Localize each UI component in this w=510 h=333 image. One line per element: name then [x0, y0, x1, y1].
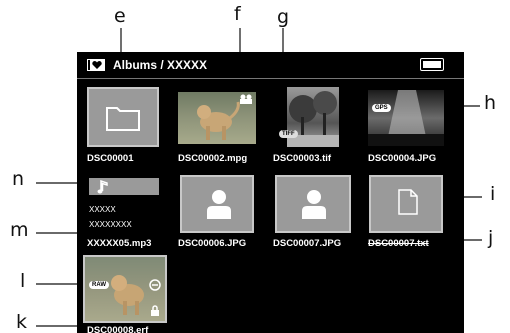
callout-f: f	[234, 3, 241, 25]
movie-icon	[240, 94, 252, 104]
audio-bar[interactable]	[89, 178, 159, 195]
trees-photo	[287, 91, 339, 147]
audio-line-1: XXXXX	[89, 205, 116, 214]
thumb-raw[interactable]: RAW	[83, 255, 167, 323]
thumb-document[interactable]	[369, 175, 443, 233]
caption-6: DSC00006.JPG	[178, 238, 247, 249]
dog-photo	[197, 101, 240, 140]
battery-icon	[420, 58, 444, 71]
callout-j: j	[488, 227, 494, 249]
callout-e: e	[114, 5, 126, 27]
gps-badge: GPS	[372, 104, 391, 112]
caption-1: DSC00001	[87, 153, 134, 164]
caption-4: DSC00004.JPG	[368, 153, 437, 164]
title-bar: Albums / XXXXX	[77, 52, 464, 79]
device-screen: Albums / XXXXX DSC00001 DSC00002.mpg	[77, 52, 464, 333]
audio-line-2: XXXXXXXX	[89, 220, 132, 229]
thumb-tif[interactable]: TIFF	[279, 87, 339, 147]
thumb-person-2[interactable]	[275, 175, 351, 233]
raw-badge: RAW	[89, 281, 109, 289]
caption-5: XXXXX05.mp3	[87, 238, 152, 249]
folder-icon	[106, 107, 140, 131]
thumb-movie[interactable]	[178, 92, 256, 144]
callout-g: g	[277, 6, 290, 28]
callout-n: n	[12, 168, 25, 190]
callout-l: l	[20, 270, 26, 292]
callout-m: m	[10, 219, 29, 241]
callout-i: i	[490, 183, 496, 205]
tiff-badge: TIFF	[279, 130, 298, 138]
caption-8: DSC00007.txt	[368, 238, 429, 249]
caption-9: DSC00008.erf	[87, 325, 149, 333]
caption-2: DSC00002.mpg	[178, 153, 248, 164]
thumb-folder[interactable]	[87, 87, 159, 147]
callout-h: h	[484, 92, 497, 114]
person-icon	[207, 190, 231, 219]
sky-photo	[368, 90, 444, 146]
thumb-person-1[interactable]	[180, 175, 254, 233]
caption-7: DSC00007.JPG	[273, 238, 342, 249]
album-heart-icon	[87, 59, 105, 71]
link-icon	[149, 279, 161, 291]
breadcrumb-title: Albums / XXXXX	[113, 58, 208, 72]
raw-dog-photo	[111, 275, 144, 315]
thumb-jpg-sky[interactable]: GPS	[368, 90, 444, 146]
lock-icon	[151, 305, 159, 316]
person-icon	[302, 190, 326, 219]
callout-k: k	[16, 311, 28, 333]
caption-3: DSC00003.tif	[273, 153, 332, 164]
music-note-icon	[97, 180, 108, 194]
document-icon	[398, 189, 418, 215]
